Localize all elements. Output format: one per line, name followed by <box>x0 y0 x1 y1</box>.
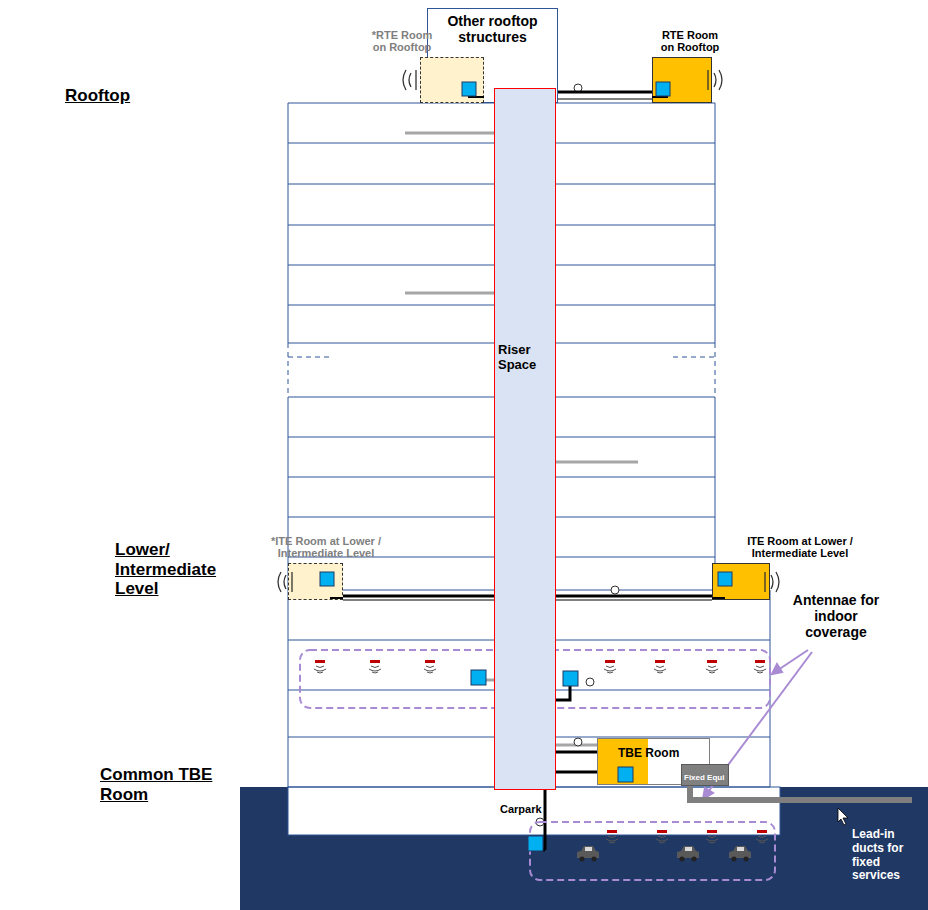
cable-connector <box>343 595 494 598</box>
equipment-squares <box>320 82 732 851</box>
equipment-squares <box>471 670 486 685</box>
cable-connector <box>556 771 597 774</box>
riser-space: Riser Space <box>494 88 556 790</box>
indoor-antennae <box>706 660 718 673</box>
indoor-antennae <box>656 830 668 843</box>
box-text: Riser Space <box>498 343 542 373</box>
box-text: Fixed Equi <box>684 773 724 782</box>
cars <box>729 846 751 862</box>
equipment-squares <box>528 836 543 851</box>
indoor-antennae <box>706 830 718 843</box>
indoor-antennae <box>756 830 768 843</box>
indoor-antennae <box>754 660 766 673</box>
cars <box>577 846 751 862</box>
cable-connector <box>556 91 652 94</box>
meter-symbols <box>574 738 582 746</box>
level-heading: Rooftop <box>65 86 185 106</box>
indoor-antennae <box>654 660 666 673</box>
meter-symbols <box>611 586 619 594</box>
area-label: Carpark <box>500 803 540 816</box>
indoor-antennae <box>604 660 616 673</box>
room-heading: RTE Room on Rooftop <box>655 29 725 54</box>
equipment-squares <box>563 671 578 686</box>
indoor-antennae <box>314 660 326 673</box>
cars <box>677 846 699 862</box>
level-heading: Lower/ Intermediate Level <box>115 540 230 599</box>
box-text: TBE Room <box>618 747 679 761</box>
room-heading: ITE Room at Lower / Intermediate Level <box>721 535 879 560</box>
box-text: Other rooftop structures <box>432 13 553 45</box>
indoor-antennae <box>369 660 381 673</box>
ite-room-optional: *ITE Room at Lower / Intermediate Level <box>288 563 343 600</box>
callout-label: Antennae for indoor coverage <box>786 592 886 640</box>
fixed-equipment-box: Fixed Equi <box>681 764 729 786</box>
lead-in-duct <box>838 808 848 825</box>
duct-label: Lead-in ducts for fixed services <box>852 828 924 883</box>
basement-ground <box>288 787 780 835</box>
rte-room-optional: *RTE Room on Rooftop <box>420 57 484 103</box>
room-antennae <box>403 70 416 90</box>
lead-in-duct <box>690 782 912 825</box>
callout-arrows <box>772 664 782 674</box>
cars <box>577 846 599 862</box>
level-heading: Common TBE Room <box>100 765 250 804</box>
indoor-antennae <box>606 830 618 843</box>
room-heading: *ITE Room at Lower / Intermediate Level <box>263 535 389 560</box>
callout-arrows <box>778 650 808 670</box>
rte-room: RTE Room on Rooftop <box>652 57 712 103</box>
basement-ground <box>240 787 928 910</box>
indoor-antennae <box>424 660 436 673</box>
cable-connector <box>556 595 712 598</box>
basement-ground <box>240 787 928 910</box>
meter-symbols <box>586 678 594 686</box>
ite-room: ITE Room at Lower / Intermediate Level <box>712 563 770 600</box>
coverage-regions <box>530 822 775 880</box>
room-heading: *RTE Room on Rooftop <box>365 29 439 54</box>
